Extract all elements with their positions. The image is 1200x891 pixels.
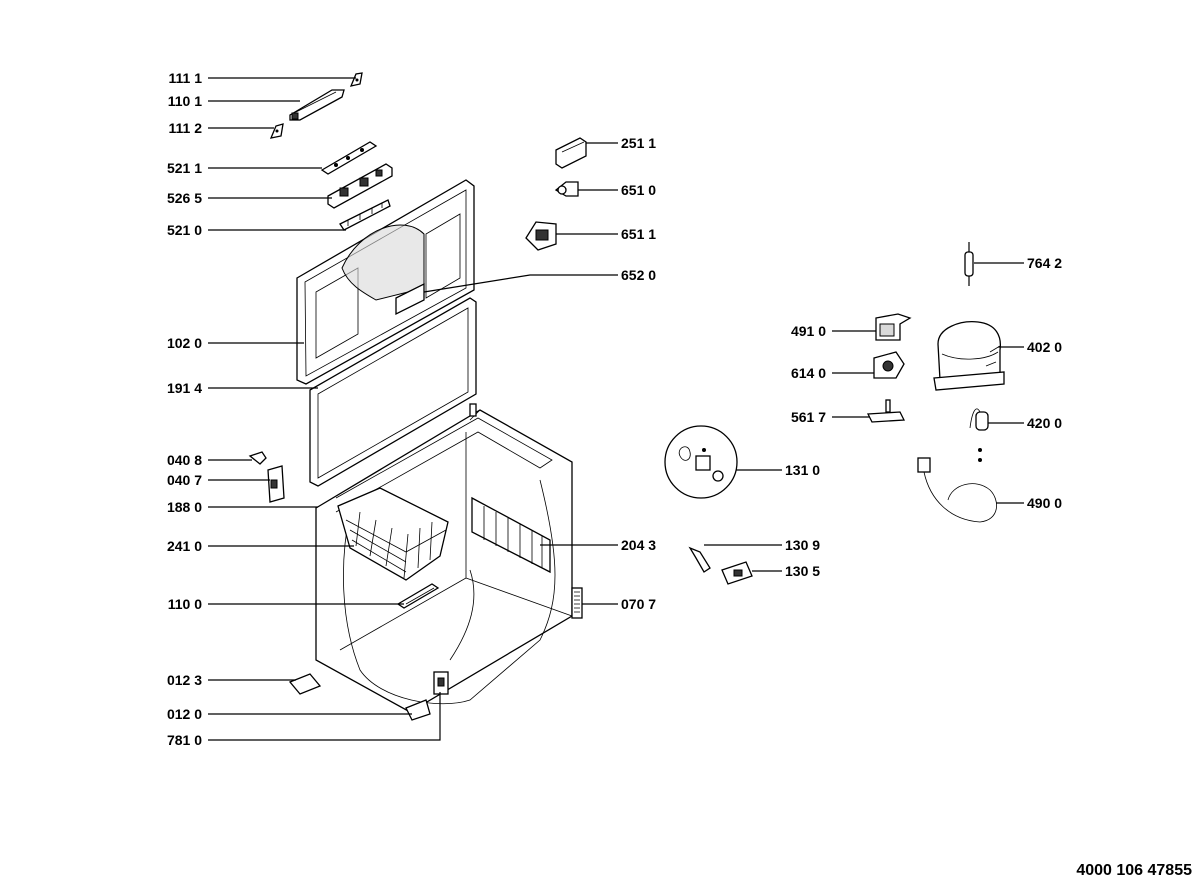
- part-130-5: [721, 561, 753, 585]
- part-764-2: [964, 242, 974, 286]
- part-130-9: [688, 546, 711, 573]
- part-420-0: [969, 408, 989, 431]
- part-491-0: [875, 313, 912, 341]
- part-131-0-detail: [664, 425, 738, 499]
- callout-040-8: 040 8: [167, 452, 202, 468]
- part-040-8: [248, 451, 267, 465]
- callout-110-1: 110 1: [168, 93, 202, 109]
- part-110-0: [396, 583, 440, 609]
- part-490-0-power-cord: [917, 448, 997, 523]
- callout-labels: 111 1 110 1 111 2 521 1 526 5 521 0 102 …: [167, 70, 1062, 748]
- callout-188-0: 188 0: [167, 499, 202, 515]
- part-402-0-compressor: [933, 321, 1005, 391]
- part-040-7: [267, 465, 285, 503]
- part-651-1: [525, 221, 557, 251]
- callout-251-1: 251 1: [621, 135, 656, 151]
- callout-130-9: 130 9: [785, 537, 820, 553]
- callout-652-0: 652 0: [621, 267, 656, 283]
- callout-131-0: 131 0: [785, 462, 820, 478]
- part-191-4-gasket: [309, 297, 477, 487]
- callout-491-0: 491 0: [791, 323, 826, 339]
- callout-651-1: 651 1: [621, 226, 656, 242]
- callout-204-3: 204 3: [621, 537, 656, 553]
- callout-102-0: 102 0: [167, 335, 202, 351]
- callout-111-2: 111 2: [169, 120, 203, 136]
- callout-521-1: 521 1: [167, 160, 202, 176]
- callout-561-7: 561 7: [791, 409, 826, 425]
- document-number: 4000 106 47855: [1076, 862, 1192, 879]
- callout-130-5: 130 5: [785, 563, 820, 579]
- part-241-0-basket: [337, 487, 449, 581]
- callout-764-2: 764 2: [1027, 255, 1062, 271]
- part-110-1: [289, 89, 345, 121]
- part-204-3: [471, 496, 551, 574]
- callout-111-1: 111 1: [169, 70, 203, 86]
- callout-070-7: 070 7: [621, 596, 656, 612]
- part-781-0: [433, 671, 449, 695]
- callout-241-0: 241 0: [167, 538, 202, 554]
- part-251-1: [555, 137, 587, 169]
- part-521-0: [339, 199, 391, 231]
- callout-526-5: 526 5: [167, 190, 202, 206]
- part-526-5: [327, 163, 393, 209]
- part-111-1: [349, 72, 363, 87]
- callout-614-0: 614 0: [791, 365, 826, 381]
- part-614-0: [873, 351, 905, 379]
- part-070-7: [571, 587, 583, 619]
- callout-521-0: 521 0: [167, 222, 202, 238]
- part-651-0: [554, 181, 579, 197]
- callout-490-0: 490 0: [1027, 495, 1062, 511]
- part-561-7: [866, 399, 906, 423]
- callout-781-0: 781 0: [167, 732, 202, 748]
- callout-012-0: 012 0: [167, 706, 202, 722]
- leader-lines: [208, 77, 1024, 741]
- part-111-2: [269, 123, 284, 139]
- part-521-1: [320, 141, 378, 175]
- callout-402-0: 402 0: [1027, 339, 1062, 355]
- callout-110-0: 110 0: [168, 596, 202, 612]
- callout-040-7: 040 7: [167, 472, 202, 488]
- part-102-0-lid: [296, 179, 475, 385]
- part-012-3: [288, 673, 322, 695]
- part-012-0: [405, 699, 431, 721]
- callout-420-0: 420 0: [1027, 415, 1062, 431]
- callout-012-3: 012 3: [167, 672, 202, 688]
- callout-651-0: 651 0: [621, 182, 656, 198]
- callout-191-4: 191 4: [167, 380, 202, 396]
